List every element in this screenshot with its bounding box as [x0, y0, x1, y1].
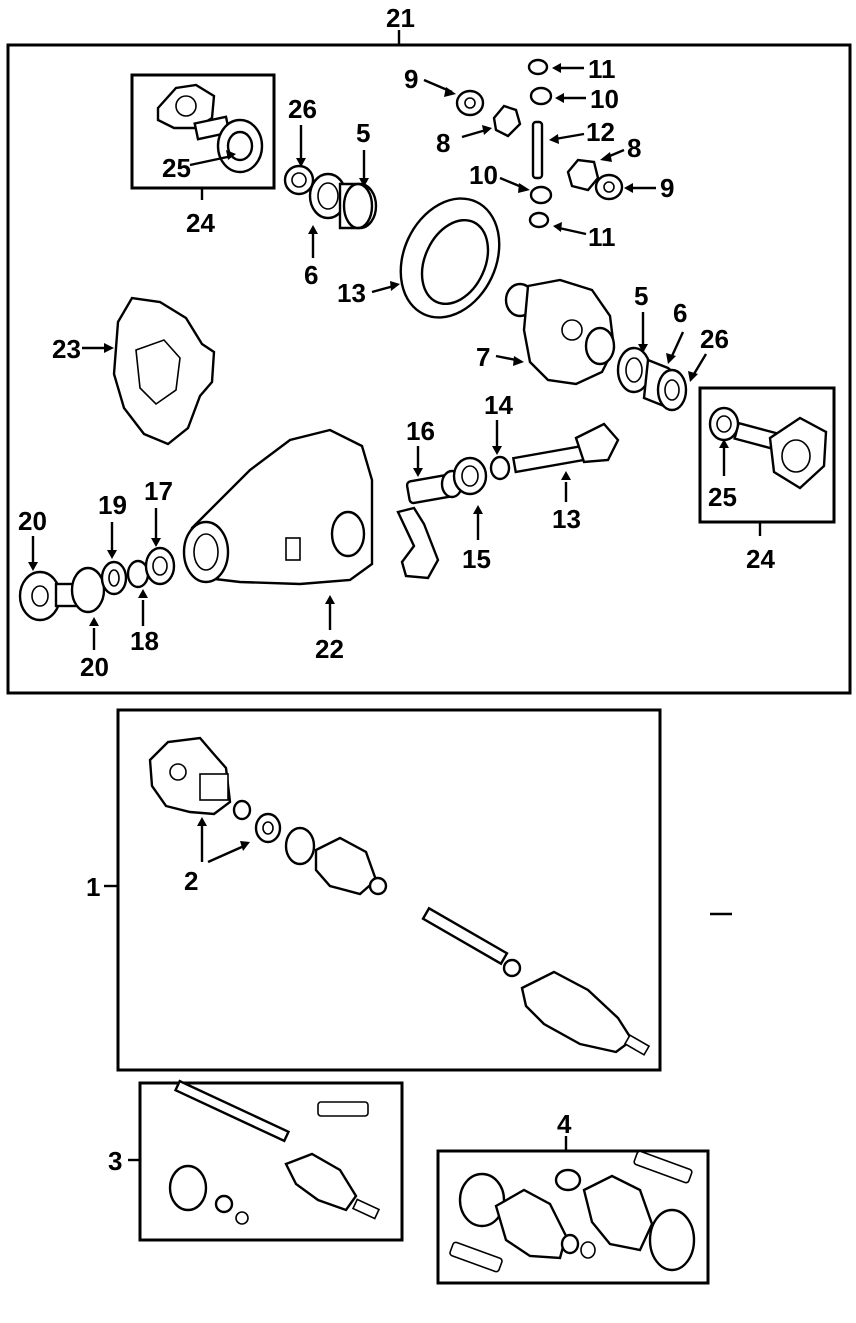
axle-flange-inset-right: 25 [698, 386, 836, 524]
callout-10-bottom[interactable]: 10 [469, 160, 498, 190]
callout-7[interactable]: 7 [476, 342, 490, 372]
callout-20-bottom[interactable]: 20 [80, 652, 109, 682]
callout-24-right[interactable]: 24 [746, 544, 775, 574]
callout-5-right[interactable]: 5 [634, 281, 648, 311]
callout-17[interactable]: 17 [144, 476, 173, 506]
differential-case: 7 [476, 278, 616, 386]
boot-kit-group: 4 [436, 1109, 710, 1285]
callout-2[interactable]: 2 [184, 866, 198, 896]
callout-9[interactable]: 9 [404, 64, 418, 94]
companion-flange-parts: 20 20 19 18 17 [18, 476, 176, 682]
callout-5[interactable]: 5 [356, 118, 370, 148]
callout-26[interactable]: 26 [288, 94, 317, 124]
callout-8-left[interactable]: 8 [436, 128, 450, 158]
callout-16[interactable]: 16 [406, 416, 435, 446]
axle-shaft-assembly-group: 1 2 [86, 708, 732, 1072]
differential-pinion-cluster: 9 11 10 8 12 8 10 [404, 54, 674, 252]
callout-6[interactable]: 6 [304, 260, 318, 290]
shaft-kit-frame [138, 1081, 404, 1242]
shaft-kit-group: 3 [108, 1079, 404, 1242]
callout-6-right[interactable]: 6 [673, 298, 687, 328]
callout-3[interactable]: 3 [108, 1146, 122, 1176]
differential-frame [6, 43, 852, 695]
boot-kit-frame [436, 1149, 710, 1285]
side-bearing-right: 5 6 26 [616, 281, 729, 412]
callout-8-right[interactable]: 8 [627, 133, 641, 163]
callout-9-right[interactable]: 9 [660, 173, 674, 203]
callout-13-pinion[interactable]: 13 [552, 504, 581, 534]
callout-24[interactable]: 24 [186, 208, 215, 238]
callout-11-top[interactable]: 11 [588, 54, 616, 84]
carrier-housing: 22 [182, 428, 374, 664]
ring-gear: 13 [337, 197, 501, 319]
callout-15[interactable]: 15 [462, 544, 491, 574]
side-bearing-left: 26 5 6 [283, 94, 378, 290]
callout-13-ring[interactable]: 13 [337, 278, 366, 308]
callout-25[interactable]: 25 [162, 153, 191, 183]
callout-10-top[interactable]: 10 [590, 84, 619, 114]
callout-14[interactable]: 14 [484, 390, 513, 420]
callout-1[interactable]: 1 [86, 872, 100, 902]
callout-12[interactable]: 12 [586, 117, 615, 147]
callout-25-right[interactable]: 25 [708, 482, 737, 512]
callout-22[interactable]: 22 [315, 634, 344, 664]
drive-pinion-parts: 16 15 14 13 [396, 390, 620, 580]
callout-11-bottom[interactable]: 11 [588, 222, 616, 252]
axle-shaft-frame [116, 708, 662, 1072]
axle-flange-inset-left: 25 [130, 73, 276, 190]
callout-20-top[interactable]: 20 [18, 506, 47, 536]
differential-cover: 23 [52, 296, 216, 446]
callout-23[interactable]: 23 [52, 334, 81, 364]
callout-4[interactable]: 4 [557, 1109, 572, 1139]
differential-assembly-group: 21 25 24 26 5 [6, 3, 852, 695]
callout-18[interactable]: 18 [130, 626, 159, 656]
callout-26-right[interactable]: 26 [700, 324, 729, 354]
callout-21[interactable]: 21 [386, 3, 415, 33]
callout-19[interactable]: 19 [98, 490, 127, 520]
